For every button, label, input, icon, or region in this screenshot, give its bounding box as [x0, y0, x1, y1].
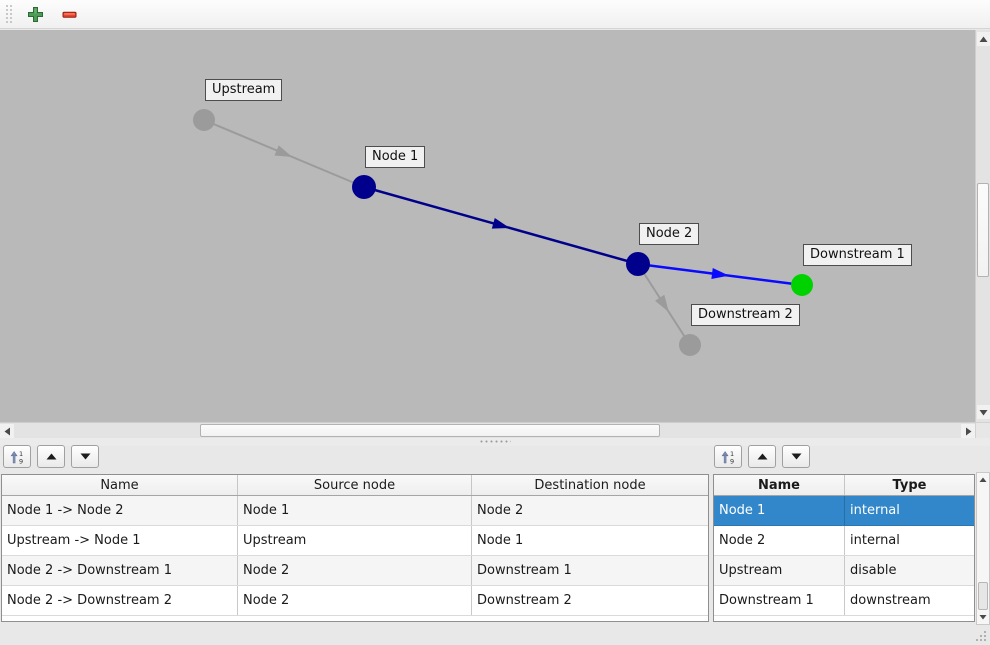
edge-arrow-icon	[491, 218, 510, 229]
node-label-node-1[interactable]: Node 1	[365, 146, 426, 168]
table-row[interactable]: Upstream disable	[714, 556, 974, 586]
scroll-up-icon[interactable]	[978, 474, 988, 486]
resize-grip-icon[interactable]	[972, 627, 988, 643]
column-header-name[interactable]: Name	[714, 475, 845, 495]
table-cell: Upstream	[714, 556, 845, 585]
table-cell: Node 2	[238, 586, 472, 615]
plus-icon	[27, 6, 43, 22]
table-cell: Node 2	[714, 526, 845, 555]
table-row[interactable]: Downstream 1 downstream	[714, 586, 974, 616]
down-arrow-icon	[791, 453, 801, 460]
table-header-row: Name Type	[714, 475, 974, 496]
scrollbar-corner	[975, 422, 990, 438]
edges-move-down-button[interactable]	[71, 445, 99, 468]
node-label-downstream-1[interactable]: Downstream 1	[803, 244, 912, 266]
column-header-source-node[interactable]: Source node	[238, 475, 472, 495]
graph-svg	[193, 109, 813, 356]
column-header-name[interactable]: Name	[2, 475, 238, 495]
node-label-upstream[interactable]: Upstream	[205, 79, 283, 101]
table-cell: Node 2	[238, 556, 472, 585]
sort-ascending-icon: 1 9	[10, 449, 23, 465]
edges-move-up-button[interactable]	[37, 445, 65, 468]
svg-text:9: 9	[730, 457, 734, 465]
table-cell: Downstream 1	[714, 586, 845, 615]
table-cell: Node 1	[477, 533, 524, 548]
nodes-sort-button[interactable]: 1 9	[714, 445, 742, 468]
graph-node-downstream-1[interactable]	[791, 274, 813, 296]
toolbar-drag-handle[interactable]	[5, 4, 14, 24]
sort-ascending-icon: 1 9	[721, 449, 734, 465]
node-label-downstream-2[interactable]: Downstream 2	[691, 304, 800, 326]
nodes-table-scroll-thumb[interactable]	[978, 582, 988, 610]
graph-node-downstream-2[interactable]	[679, 334, 701, 356]
table-cell: Node 2	[477, 503, 524, 518]
add-button[interactable]	[22, 2, 48, 26]
table-cell: internal	[850, 503, 900, 518]
graph-node-upstream[interactable]	[193, 109, 215, 131]
down-arrow-icon	[80, 453, 90, 460]
remove-button[interactable]	[56, 2, 82, 26]
column-header-destination-node[interactable]: Destination node	[534, 477, 646, 493]
canvas-hscroll-thumb[interactable]	[200, 424, 660, 437]
nodes-table-scrollbar[interactable]	[976, 472, 990, 625]
minus-icon	[62, 11, 76, 18]
scroll-right-icon[interactable]	[961, 424, 975, 438]
table-cell: Upstream	[238, 526, 472, 555]
nodes-move-up-button[interactable]	[748, 445, 776, 468]
table-cell: Node 1	[238, 496, 472, 525]
up-arrow-icon	[46, 453, 56, 460]
scroll-left-icon[interactable]	[0, 424, 14, 438]
scroll-down-icon[interactable]	[977, 405, 990, 419]
table-cell: Node 2 -> Downstream 1	[2, 556, 238, 585]
svg-text:1: 1	[19, 449, 23, 457]
table-cell: Downstream 1	[477, 563, 572, 578]
edge-arrow-icon	[711, 268, 729, 279]
scroll-down-icon[interactable]	[978, 611, 988, 623]
graph-node-node-1[interactable]	[352, 175, 376, 199]
table-cell: internal	[850, 533, 900, 548]
canvas-horizontal-scrollbar[interactable]	[0, 422, 975, 438]
table-row[interactable]: Node 2 internal	[714, 526, 974, 556]
table-cell: Node 1	[714, 496, 845, 525]
table-cell: Downstream 2	[477, 593, 572, 608]
splitter-handle-icon	[479, 440, 511, 443]
table-cell: Node 2 -> Downstream 2	[2, 586, 238, 615]
canvas-vertical-scrollbar[interactable]	[975, 30, 990, 422]
table-cell: downstream	[850, 593, 931, 608]
column-header-type[interactable]: Type	[892, 477, 927, 493]
table-cell: Upstream -> Node 1	[2, 526, 238, 555]
table-row[interactable]: Node 1 internal	[714, 496, 974, 526]
graph-node-node-2[interactable]	[626, 252, 650, 276]
node-label-node-2[interactable]: Node 2	[639, 223, 700, 245]
nodes-move-down-button[interactable]	[782, 445, 810, 468]
svg-text:9: 9	[19, 457, 23, 465]
scroll-up-icon[interactable]	[977, 32, 990, 46]
svg-text:1: 1	[730, 449, 734, 457]
table-cell: Node 1 -> Node 2	[2, 496, 238, 525]
canvas-vscroll-thumb[interactable]	[977, 183, 989, 277]
table-cell: disable	[850, 563, 897, 578]
main-toolbar	[0, 0, 990, 29]
up-arrow-icon	[757, 453, 767, 460]
edge-arrow-icon	[274, 145, 293, 157]
edge-arrow-icon	[655, 294, 669, 313]
edges-sort-button[interactable]: 1 9	[3, 445, 31, 468]
pane-splitter[interactable]	[0, 438, 990, 446]
